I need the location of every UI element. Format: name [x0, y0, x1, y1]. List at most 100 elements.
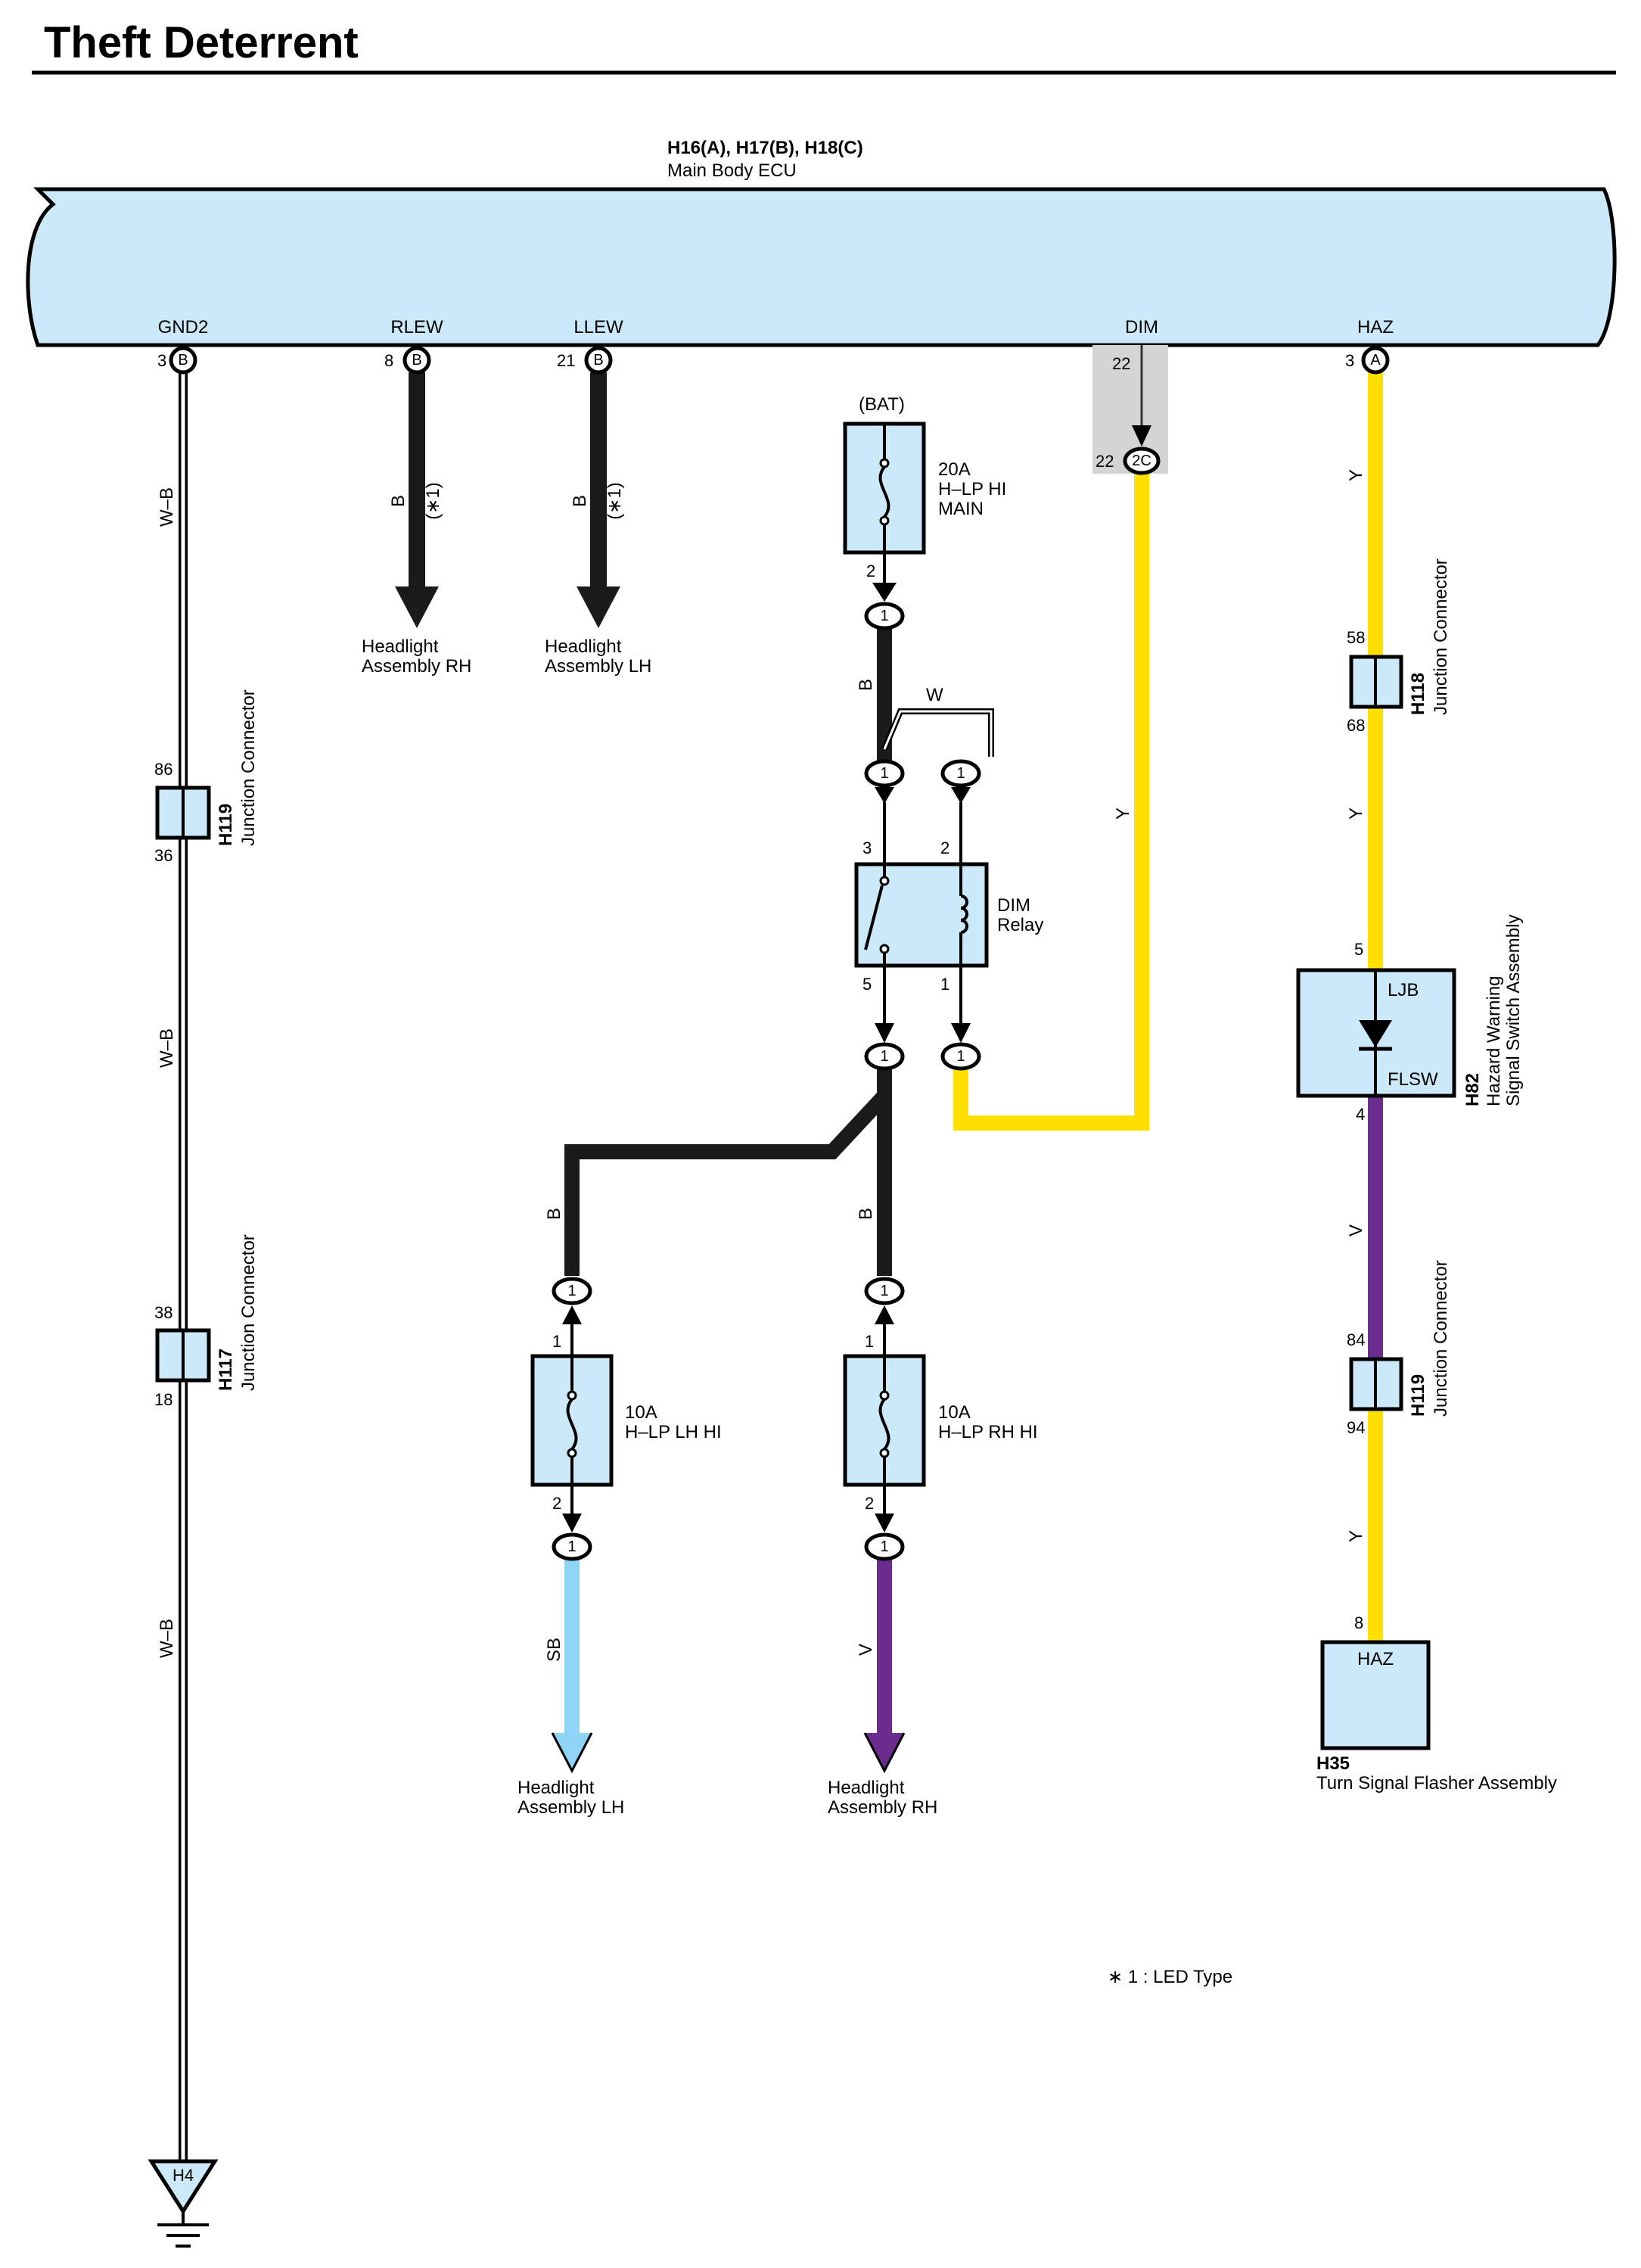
junction-h119-left-id: H119 — [216, 804, 236, 846]
hazard-switch-name2: Signal Switch Assembly — [1503, 915, 1524, 1106]
hazard-switch-ljb: LJB — [1388, 980, 1419, 1000]
rlew-dest-line2: Assembly RH — [362, 656, 471, 677]
haz-conn-letter: A — [1370, 352, 1381, 369]
ground-h4-symbol — [148, 2159, 219, 2215]
relay-name-line1: DIM — [997, 895, 1030, 916]
dim-pin-bottom: 22 — [1096, 452, 1114, 471]
fuse-rh-dest-line2: Assembly RH — [828, 1797, 937, 1818]
llew-dest-line1: Headlight — [545, 636, 622, 657]
fuse-lh-in-connector — [552, 1277, 592, 1305]
fuse-lh-circuit: 1 1 10A H–LP LH HI 2 1 SB Headlight Asse… — [517, 1277, 722, 1818]
hazard-switch-flsw: FLSW — [1388, 1069, 1438, 1090]
haz-pin: 3 — [1345, 351, 1354, 370]
hazard-switch-id: H82 — [1462, 1073, 1483, 1106]
flasher-terminal: HAZ — [1357, 1649, 1394, 1669]
junction-h119-left-name: Junction Connector — [238, 689, 259, 846]
fuse-lh-dest-line2: Assembly LH — [517, 1797, 624, 1818]
fuse-main-name2: MAIN — [938, 499, 984, 519]
fuse-main-pin: 2 — [866, 562, 875, 580]
llew-note-ref: (∗1) — [604, 482, 625, 519]
junction-h118-pin-top: 58 — [1347, 628, 1365, 647]
fuse-lh-rating: 10A — [625, 1402, 657, 1423]
rlew-dest-line1: Headlight — [362, 636, 439, 657]
rlew-wire-color: B — [388, 495, 409, 507]
ground-h4-id: H4 — [172, 2166, 194, 2185]
dim-yellow-wire — [953, 474, 1149, 1131]
ecu-connectors: H16(A), H17(B), H18(C) — [667, 138, 863, 158]
terminal-gnd2-label: GND2 — [158, 317, 209, 338]
dim-conn-label: 2C — [1132, 453, 1151, 469]
hazard-switch-pin-top: 5 — [1354, 940, 1363, 959]
fuse-rh-element — [878, 1398, 890, 1451]
hazard-switch-pin-bottom: 4 — [1356, 1105, 1365, 1124]
junction-h119-right-name: Junction Connector — [1431, 1260, 1451, 1417]
fuse-lh-element — [566, 1398, 578, 1451]
fuse-rh-wire-color: V — [856, 1644, 876, 1656]
fuse-main-element — [878, 465, 890, 518]
terminal-llew-label: LLEW — [573, 317, 623, 338]
junction-h119-right-pin-bottom: 94 — [1347, 1418, 1365, 1437]
terminal-rlew-label: RLEW — [390, 317, 443, 338]
llew-conn-letter: B — [593, 352, 603, 369]
junction-h119-right-id: H119 — [1408, 1374, 1428, 1417]
haz-wire-color-2: Y — [1346, 807, 1366, 820]
dim-relay-box — [854, 862, 989, 968]
rh-branch-wire-color: B — [856, 1208, 876, 1220]
rlew-pin: 8 — [384, 351, 393, 370]
relay-pin1: 1 — [940, 975, 949, 994]
wire-wb-label-2: W–B — [157, 1028, 177, 1068]
gnd2-connector — [169, 346, 197, 375]
relay-pin5-conn-num: 1 — [880, 1048, 888, 1065]
flasher-pin: 8 — [1354, 1613, 1363, 1632]
llew-connector — [584, 346, 613, 375]
hazard-switch-diode — [1359, 1020, 1392, 1047]
fuse-rh-pin-top: 1 — [865, 1332, 874, 1351]
fuse-lh-pin-top: 1 — [552, 1332, 561, 1351]
junction-h117-pin-top: 38 — [154, 1303, 172, 1322]
main-fuse-out-conn-num: 1 — [880, 608, 888, 624]
wire-wb-label-3: W–B — [157, 1619, 177, 1658]
fuse-rh-pin-bottom: 2 — [865, 1494, 874, 1513]
llew-circuit: B 21 B (∗1) Headlight Assembly LH — [545, 346, 651, 677]
flasher-name: Turn Signal Flasher Assembly — [1316, 1773, 1557, 1794]
fuse-rh-dest-line1: Headlight — [828, 1778, 905, 1798]
relay-pin2-conn-num: 1 — [956, 765, 965, 782]
ecu-name: Main Body ECU — [667, 160, 797, 181]
llew-dest-line2: Assembly LH — [545, 656, 651, 677]
relay-coil — [960, 894, 968, 934]
gnd2-conn-letter: B — [178, 352, 188, 369]
page-title: Theft Deterrent — [44, 18, 359, 67]
relay-pin1-conn-num: 1 — [956, 1048, 965, 1065]
llew-pin: 21 — [557, 351, 575, 370]
flasher-id: H35 — [1316, 1753, 1350, 1774]
llew-wire-color: B — [570, 495, 590, 507]
rlew-conn-letter: B — [412, 352, 421, 369]
dim-connector-2c — [1123, 446, 1161, 475]
fuse-rh-out-conn-num: 1 — [880, 1538, 888, 1555]
dim-relay-group: 1 1 3 2 DIM Relay 5 1 1 — [854, 759, 1043, 1071]
fuse-lh-out-conn-num: 1 — [567, 1538, 576, 1555]
lh-branch-wire-color: B — [544, 1208, 564, 1220]
rlew-note-ref: (∗1) — [423, 482, 443, 519]
fuse-rh-in-connector — [864, 1277, 905, 1305]
haz-wire-color-3: Y — [1346, 1530, 1366, 1542]
fuse-lh-wire-color: SB — [544, 1638, 564, 1662]
junction-h118-name: Junction Connector — [1431, 558, 1451, 715]
relay-pin5-connector — [864, 1042, 905, 1071]
dim-circuit: 22 2C 22 Y — [953, 345, 1168, 1131]
junction-h118-id: H118 — [1408, 673, 1428, 715]
hazard-switch-name1: Hazard Warning — [1484, 975, 1504, 1106]
junction-h119-left-pin-bottom: 36 — [154, 846, 172, 865]
fuse-rh-name: H–LP RH HI — [938, 1422, 1038, 1442]
main-fuse-circuit: (BAT) 20A H–LP HI MAIN 2 1 B W — [843, 394, 1006, 779]
main-fuse-wire-color: B — [856, 679, 876, 691]
bat-label: (BAT) — [859, 394, 905, 415]
fuse-rh-in-conn-num: 1 — [880, 1283, 888, 1299]
gnd2-circuit: B 3 W–B W–B W–B 86 36 H119 Junction Conn… — [148, 346, 259, 2248]
junction-h119-right-pin-top: 84 — [1347, 1330, 1365, 1349]
fuse-main-name: H–LP HI — [938, 479, 1006, 499]
led-type-note: ∗ 1 : LED Type — [1108, 1967, 1232, 1987]
fuse-lh-pin-bottom: 2 — [552, 1494, 561, 1513]
relay-pin5: 5 — [862, 975, 872, 994]
